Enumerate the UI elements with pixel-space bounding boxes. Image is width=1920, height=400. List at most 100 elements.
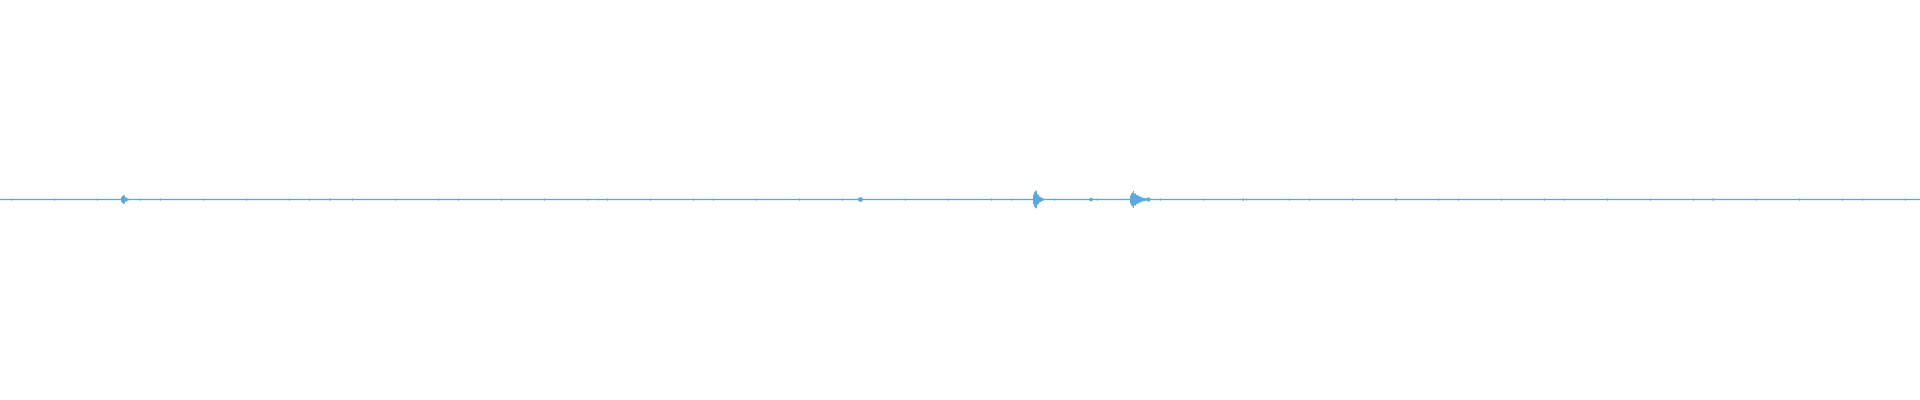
waveform-peak [1142, 197, 1143, 202]
waveform-peak [799, 198, 800, 201]
waveform-peak [330, 198, 331, 201]
waveform-peak [140, 198, 141, 201]
waveform-peak [1146, 198, 1147, 201]
waveform-peak [1035, 191, 1036, 208]
waveform-peak [329, 198, 330, 201]
waveform-peak [1043, 198, 1044, 201]
waveform-peak [842, 198, 843, 201]
waveform-peak [650, 198, 651, 201]
waveform-peak [1458, 198, 1459, 201]
waveform-peak [289, 198, 290, 201]
waveform-peak [756, 198, 757, 201]
waveform-peak [1289, 198, 1290, 201]
waveform-peak [127, 198, 128, 201]
waveform-peak [693, 198, 694, 201]
waveform-peak [1034, 192, 1035, 207]
waveform-peak [54, 198, 55, 201]
waveform-peak [1036, 190, 1037, 209]
waveform-peak [395, 198, 396, 201]
waveform-peak [1246, 198, 1247, 201]
waveform-peak [1033, 194, 1034, 205]
waveform-peak [1149, 197, 1150, 202]
waveform-peak [1352, 198, 1353, 201]
waveform-peak [128, 198, 129, 201]
waveform-peak [1544, 198, 1545, 201]
waveform-peak [1712, 198, 1713, 201]
waveform-peak [11, 198, 12, 201]
waveform-peak [309, 198, 310, 201]
waveform-peak [1131, 193, 1132, 206]
waveform-peak [1091, 197, 1092, 202]
waveform-peak [1905, 198, 1906, 201]
waveform-peak [1089, 198, 1090, 201]
waveform-peak [1037, 194, 1038, 205]
waveform-peak [1145, 198, 1146, 201]
waveform-peak [991, 198, 992, 201]
waveform-peak [1140, 198, 1141, 201]
waveform-peak [1134, 193, 1135, 206]
waveform-peak [607, 198, 608, 201]
waveform-peak [598, 198, 599, 201]
waveform-peak [858, 198, 859, 201]
waveform-peak [1097, 198, 1098, 201]
waveform-peak [1139, 196, 1140, 203]
waveform-peak [1041, 197, 1042, 202]
waveform-peak [1138, 195, 1139, 204]
waveform-peak [1650, 198, 1651, 201]
waveform-peak [1203, 198, 1204, 201]
waveform-peak [97, 198, 98, 201]
waveform-peak [1396, 198, 1397, 201]
waveform-peak [862, 198, 863, 201]
waveform-peak [1054, 198, 1055, 201]
waveform-peak [1147, 197, 1148, 202]
waveform-peaks [11, 190, 1906, 209]
waveform-peak [713, 198, 714, 201]
waveform-peak [501, 198, 502, 201]
waveform-peak [1395, 198, 1396, 201]
waveform-peak [1438, 198, 1439, 201]
waveform-peak [859, 197, 860, 202]
waveform-peak [1011, 198, 1012, 201]
waveform-peak [246, 198, 247, 201]
waveform-peak [1693, 198, 1694, 201]
waveform-peak [126, 197, 127, 202]
waveform-peak [1501, 198, 1502, 201]
waveform-peak [1137, 195, 1138, 204]
waveform-peak [1039, 196, 1040, 203]
waveform-peak [1143, 198, 1144, 201]
waveform-peak [1842, 198, 1843, 201]
waveform-peak [1309, 198, 1310, 201]
waveform-peak [587, 198, 588, 201]
waveform-peak [1242, 198, 1243, 201]
waveform-peak [123, 195, 124, 204]
waveform-peak [1133, 190, 1134, 209]
waveform-peak [1160, 198, 1161, 201]
waveform-peak [458, 198, 459, 201]
waveform-peak [1092, 198, 1093, 201]
waveform-peak [1862, 198, 1863, 201]
waveform-peak [1150, 198, 1151, 201]
waveform-peak [122, 195, 123, 204]
waveform-peak [1564, 198, 1565, 201]
waveform-peak [1040, 196, 1041, 203]
waveform-peak [1136, 194, 1137, 205]
waveform-peak [1090, 198, 1091, 201]
waveform-peak [121, 197, 122, 202]
waveform-peak [1038, 194, 1039, 205]
waveform-peak [1243, 198, 1244, 201]
waveform-peak [1148, 197, 1149, 202]
waveform-peak [1607, 198, 1608, 201]
waveform-peak [1713, 198, 1714, 201]
waveform-peak [1141, 197, 1142, 202]
waveform-peak [860, 197, 861, 202]
waveform-peak [905, 198, 906, 201]
waveform-peak [948, 198, 949, 201]
waveform-peak [125, 197, 126, 202]
waveform-peak [1132, 192, 1133, 207]
waveform-peak [1130, 195, 1131, 204]
waveform-peak [160, 198, 161, 201]
waveform-peak [1135, 193, 1136, 206]
waveform-peak [352, 198, 353, 201]
waveform-peak [861, 197, 862, 202]
